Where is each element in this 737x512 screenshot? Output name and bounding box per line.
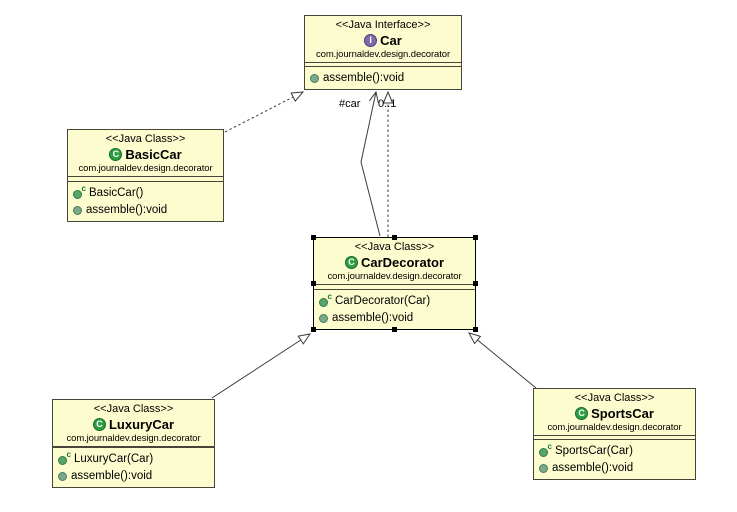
attributes-compartment (305, 62, 461, 67)
methods-compartment: c CarDecorator(Car) assemble():void (314, 290, 475, 329)
selection-handle-middle-right[interactable] (473, 281, 478, 286)
stereotype-label: <<Java Interface>> (335, 19, 431, 31)
stereotype-label: <<Java Class>> (93, 403, 174, 415)
node-title: <<Java Class>> C LuxuryCar com.journalde… (53, 400, 214, 446)
class-icon: C (344, 256, 358, 269)
method-label: assemble():void (71, 470, 153, 482)
package-label: com.journaldev.design.decorator (547, 422, 682, 433)
attributes-compartment (68, 176, 223, 182)
method-row[interactable]: c LuxuryCar(Car) (58, 451, 210, 468)
method-row[interactable]: c BasicCar() (73, 185, 219, 202)
method-row[interactable]: c CarDecorator(Car) (319, 293, 471, 310)
node-title: <<Java Class>> C CarDecorator com.journa… (314, 238, 475, 284)
method-icon (310, 74, 319, 83)
selection-handle-top-left[interactable] (311, 235, 316, 240)
package-label: com.journaldev.design.decorator (327, 271, 462, 282)
method-icon (73, 206, 82, 215)
class-name: Car (380, 33, 402, 48)
selection-handle-bottom-right[interactable] (473, 327, 478, 332)
method-label: assemble():void (86, 204, 168, 216)
selection-handle-top-middle[interactable] (392, 235, 397, 240)
methods-compartment: c BasicCar() assemble():void (68, 182, 223, 221)
class-node-luxurycar[interactable]: <<Java Class>> C LuxuryCar com.journalde… (52, 399, 215, 488)
method-icon (58, 472, 67, 481)
selection-handle-middle-left[interactable] (311, 281, 316, 286)
package-label: com.journaldev.design.decorator (315, 49, 451, 60)
method-row[interactable]: assemble():void (539, 460, 691, 477)
package-label: com.journaldev.design.decorator (66, 433, 201, 444)
class-name: SportsCar (591, 406, 654, 421)
constructor-icon: c (73, 185, 86, 200)
name-row: C BasicCar (70, 146, 221, 163)
method-row[interactable]: c SportsCar(Car) (539, 443, 691, 460)
method-icon (319, 314, 328, 323)
method-label: BasicCar() (89, 187, 144, 199)
association-edge-cardecorator-car[interactable] (360, 92, 381, 237)
methods-compartment: c SportsCar(Car) assemble():void (534, 440, 695, 479)
node-title: <<Java Class>> C SportsCar com.journalde… (534, 389, 695, 435)
constructor-icon: c (319, 293, 332, 308)
attributes-compartment (314, 284, 475, 290)
node-title: <<Java Class>> C BasicCar com.journaldev… (68, 130, 223, 176)
constructor-icon: c (539, 443, 552, 458)
realization-edge-basiccar-car[interactable] (224, 92, 303, 133)
association-multiplicity-label: 0..1 (378, 98, 397, 110)
selection-handle-bottom-middle[interactable] (392, 327, 397, 332)
method-label: CarDecorator(Car) (335, 295, 431, 307)
method-row[interactable]: assemble():void (310, 70, 457, 87)
attributes-compartment (534, 435, 695, 440)
class-node-car[interactable]: <<Java Interface>> I Car com.journaldev.… (304, 15, 462, 90)
method-label: LuxuryCar(Car) (74, 453, 154, 465)
class-node-sportscar[interactable]: <<Java Class>> C SportsCar com.journalde… (533, 388, 696, 480)
methods-compartment: assemble():void (305, 67, 461, 89)
stereotype-label: <<Java Class>> (574, 392, 655, 404)
generalization-edge-luxurycar-cardecorator[interactable] (211, 334, 310, 399)
class-icon: C (575, 407, 589, 420)
name-row: I Car (307, 32, 459, 49)
method-label: assemble():void (332, 312, 414, 324)
method-row[interactable]: assemble():void (58, 468, 210, 485)
method-icon (539, 464, 548, 473)
interface-icon: I (364, 34, 378, 47)
method-row[interactable]: assemble():void (73, 202, 219, 219)
class-node-basiccar[interactable]: <<Java Class>> C BasicCar com.journaldev… (67, 129, 224, 222)
node-title: <<Java Interface>> I Car com.journaldev.… (305, 16, 461, 62)
name-row: C SportsCar (536, 405, 693, 422)
name-row: C CarDecorator (316, 254, 473, 271)
method-label: SportsCar(Car) (555, 445, 633, 457)
name-row: C LuxuryCar (55, 416, 212, 433)
method-row[interactable]: assemble():void (319, 310, 471, 327)
method-label: assemble():void (552, 462, 634, 474)
selection-handle-top-right[interactable] (473, 235, 478, 240)
class-name: CarDecorator (360, 255, 445, 270)
class-name: LuxuryCar (108, 417, 175, 432)
class-icon: C (109, 148, 123, 161)
stereotype-label: <<Java Class>> (105, 133, 186, 145)
class-node-cardecorator[interactable]: <<Java Class>> C CarDecorator com.journa… (313, 237, 476, 330)
stereotype-label: <<Java Class>> (354, 241, 435, 253)
class-name: BasicCar (125, 147, 182, 162)
selection-handle-bottom-left[interactable] (311, 327, 316, 332)
package-label: com.journaldev.design.decorator (78, 163, 213, 174)
method-label: assemble():void (323, 72, 405, 84)
class-icon: C (92, 418, 106, 431)
generalization-edge-sportscar-cardecorator[interactable] (469, 333, 537, 389)
methods-compartment: c LuxuryCar(Car) assemble():void (53, 448, 214, 487)
constructor-icon: c (58, 451, 71, 466)
attributes-compartment (53, 446, 214, 448)
association-role-label: #car (339, 98, 361, 110)
